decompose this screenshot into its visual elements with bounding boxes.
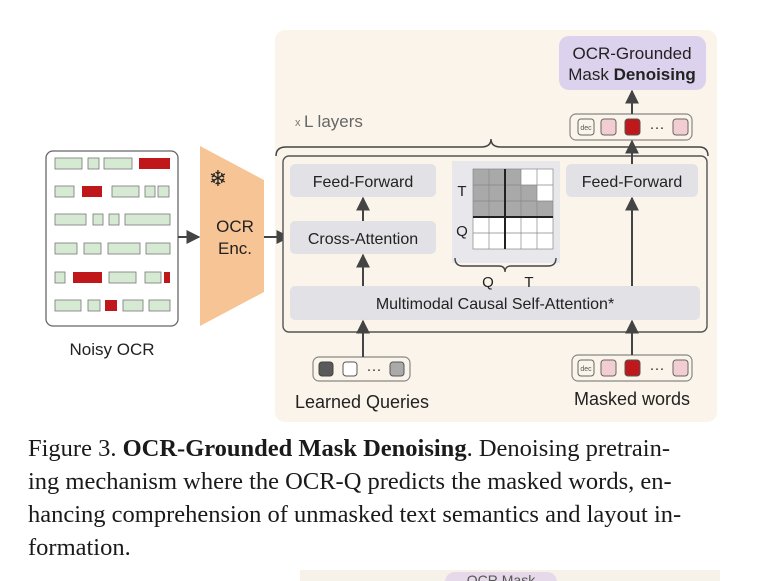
mask-col-label-q: Q bbox=[482, 274, 494, 291]
cross-attention-block bbox=[290, 221, 436, 254]
learned-queries-ellipsis: ··· bbox=[367, 361, 382, 378]
feed-forward-left-label: Feed-Forward bbox=[313, 174, 413, 191]
output-dec-token: dec bbox=[580, 125, 592, 132]
masked-words-tokens: dec ··· bbox=[571, 354, 693, 382]
feed-forward-left-block bbox=[290, 164, 436, 197]
learned-queries-tokens: ··· bbox=[312, 356, 411, 382]
layers-prefix: x bbox=[295, 117, 301, 129]
ocr-encoder-label-line2: Enc. bbox=[218, 239, 252, 258]
snowflake-icon: ❄ bbox=[209, 166, 227, 191]
ocr-encoder-block bbox=[200, 146, 264, 326]
mask-row-label-t: T bbox=[457, 183, 466, 200]
mask-row-label-q: Q bbox=[456, 223, 468, 240]
attention-mask-matrix bbox=[452, 161, 560, 263]
caption-line2: ing mechanism where the OCR-Q predicts t… bbox=[28, 468, 672, 495]
output-label-line2: Mask Denoising bbox=[568, 65, 696, 84]
output-label-mask: Mask bbox=[568, 65, 613, 84]
mask-col-label-t: T bbox=[524, 274, 533, 291]
caption-prefix: Figure 3. bbox=[28, 435, 123, 462]
layers-brace bbox=[275, 138, 709, 157]
output-token-row: dec ··· bbox=[569, 113, 693, 141]
masked-ellipsis: ··· bbox=[650, 360, 665, 377]
noisy-ocr-document bbox=[45, 150, 179, 327]
next-figure-top-edge: OCR Mask bbox=[300, 570, 720, 581]
self-attention-label: Multimodal Causal Self-Attention* bbox=[376, 296, 614, 313]
feed-forward-right-block bbox=[566, 164, 698, 197]
output-ellipsis: ··· bbox=[650, 119, 665, 136]
output-label-line1: OCR-Grounded bbox=[572, 44, 691, 63]
masked-dec-token: dec bbox=[580, 366, 592, 373]
masked-words-label: Masked words bbox=[574, 389, 690, 409]
caption-line4: formation. bbox=[28, 534, 131, 561]
figure-3-diagram: Noisy OCR ❄ OCR Enc. x L layers Feed-For… bbox=[45, 30, 717, 422]
self-attention-block bbox=[290, 286, 700, 320]
cross-attention-label: Cross-Attention bbox=[308, 231, 418, 248]
layers-label: L layers bbox=[304, 112, 363, 131]
learned-queries-label: Learned Queries bbox=[295, 392, 429, 412]
figure-caption: Figure 3. OCR-Grounded Mask Denoising. D… bbox=[28, 432, 740, 564]
mask-bottom-brace bbox=[454, 257, 557, 273]
feed-forward-right-label: Feed-Forward bbox=[582, 174, 682, 191]
output-label-denoising: Denoising bbox=[614, 65, 696, 84]
caption-line1-rest: . Denoising pretrain- bbox=[466, 435, 671, 462]
output-denoising-block bbox=[559, 36, 706, 90]
noisy-ocr-label: Noisy OCR bbox=[69, 340, 154, 359]
caption-line3: hancing comprehension of unmasked text s… bbox=[28, 501, 682, 528]
next-figure-pill: OCR Mask bbox=[445, 572, 557, 581]
caption-title: OCR-Grounded Mask Denoising bbox=[122, 435, 467, 462]
ocr-encoder-label-line1: OCR bbox=[216, 217, 254, 236]
